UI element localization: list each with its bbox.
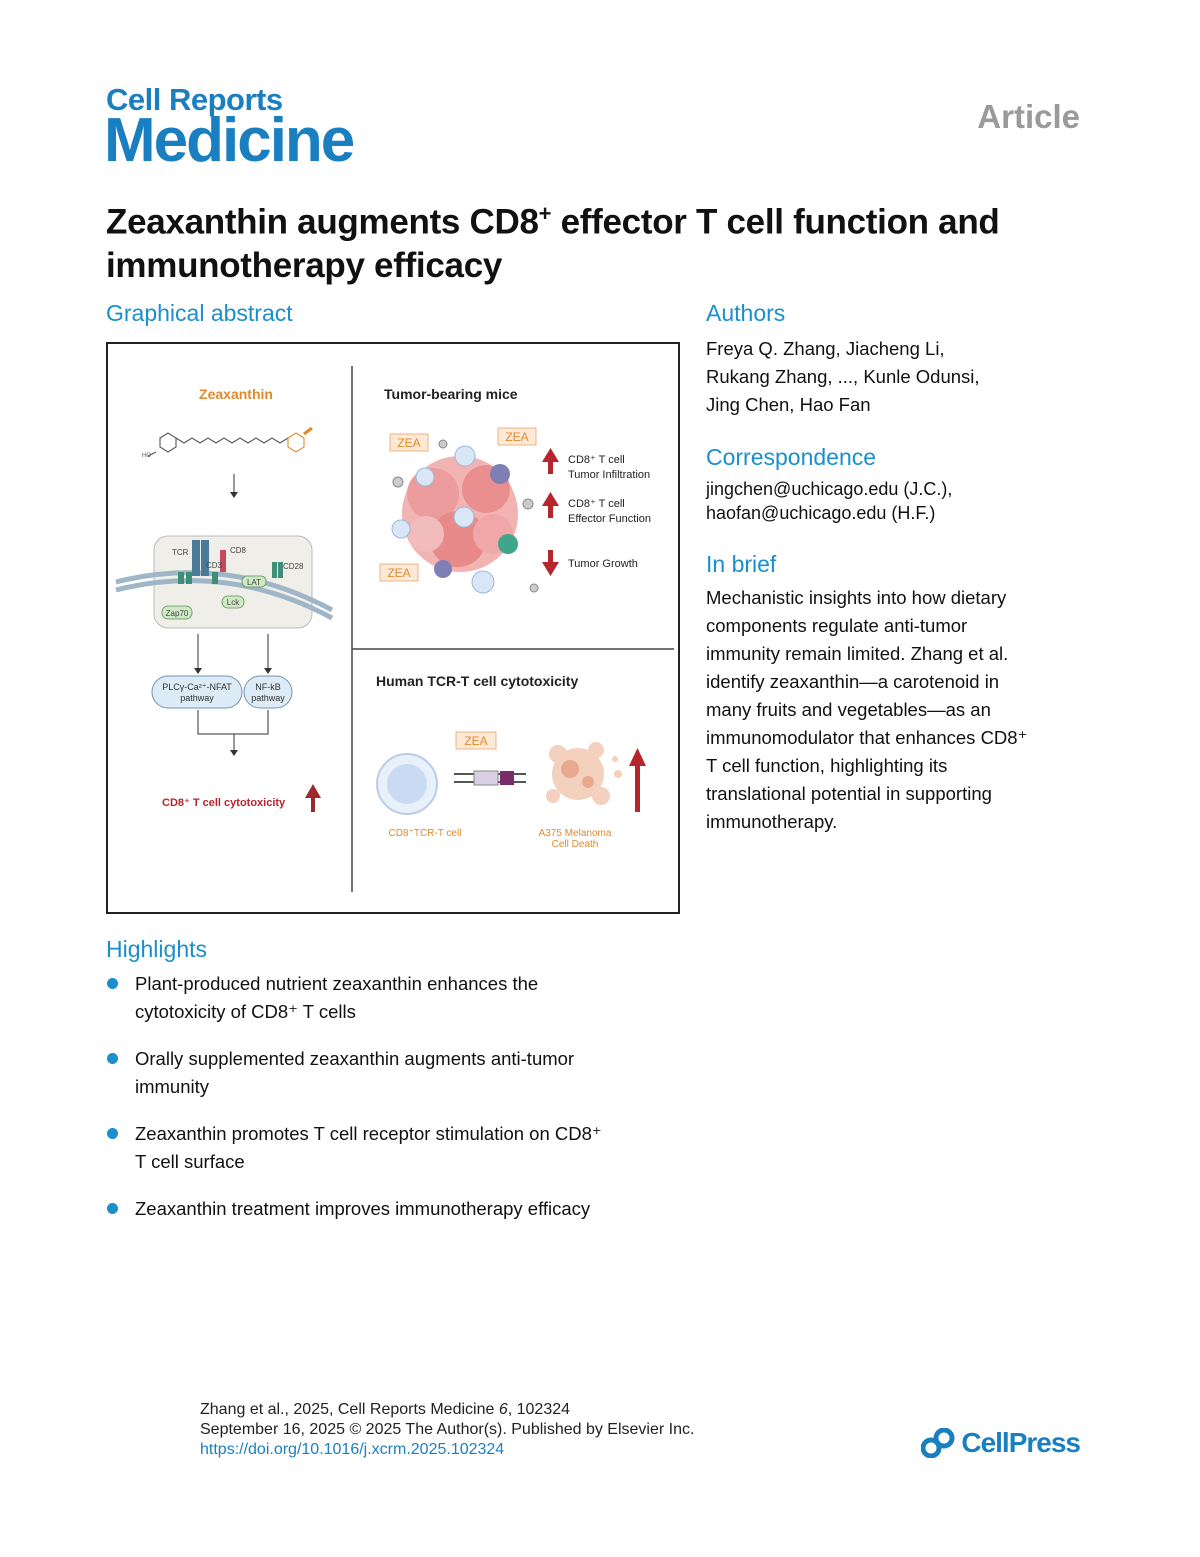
melanoma-cell-death-illustration [546, 742, 622, 805]
correspondence-heading: Correspondence [706, 444, 877, 470]
zea-tag-2-label: ZEA [505, 430, 528, 444]
lck-node [221, 595, 245, 609]
nfkb-pathway-node [243, 675, 293, 709]
highlight-item: Zeaxanthin promotes T cell receptor stim… [106, 1120, 686, 1176]
up-arrow-icon-cytotoxicity [305, 784, 321, 812]
citation-date-line: September 16, 2025 © 2025 The Author(s).… [200, 1421, 695, 1438]
cd28-receptor-a [272, 562, 277, 578]
email-link-jc[interactable]: jingchen@uchicago.edu (J.C.), [706, 479, 953, 499]
citation-block: Zhang et al., 2025, Cell Reports Medicin… [200, 1400, 694, 1460]
label-cd3: CD3 [206, 561, 223, 570]
zea-tag-4 [455, 731, 497, 750]
label-cd8: CD8 [230, 546, 247, 555]
graphical-abstract-svg: Zeaxanthin HO TCR CD8 CD3 LAT CD28 [115, 366, 674, 892]
journal-name-line2: Medicine [104, 106, 355, 175]
pathway-merge-line [197, 710, 269, 735]
highlight-item: Plant-produced nutrient zeaxanthin enhan… [106, 970, 686, 1026]
t-cell-illustration [376, 753, 438, 815]
cd3-subunit-1 [178, 572, 184, 584]
tcr-binding-illustration [454, 770, 526, 786]
up-arrow-icon-infiltration [542, 448, 559, 474]
citation-line: Zhang et al., 2025, Cell Reports Medicin… [200, 1401, 571, 1418]
bullet-dot-icon [107, 1203, 118, 1214]
cytotoxicity-outcome-label: CD8⁺ T cell cytotoxicity [162, 797, 286, 809]
membrane-curve-inner [115, 578, 334, 621]
nfat-pathway-node [151, 675, 243, 709]
label-lck: Lck [227, 598, 240, 607]
in-brief-text: Mechanistic insights into how dietary co… [706, 587, 1028, 832]
article-title: Zeaxanthin augments CD8+ effector T cell… [106, 201, 1000, 285]
up-arrow-icon-effector [542, 492, 559, 518]
cellpress-logo: CellPress [921, 1427, 1081, 1459]
tumor-growth-label: Tumor Growth [568, 558, 638, 570]
authors-list: Freya Q. Zhang, Jiacheng Li, Rukang Zhan… [706, 338, 980, 415]
zea-tag-4-label: ZEA [464, 734, 487, 748]
bullet-dot-icon [107, 1128, 118, 1139]
highlight-item: Zeaxanthin treatment improves immunother… [106, 1195, 686, 1223]
zeaxanthin-molecule-icon [147, 426, 313, 457]
tumor-mass-illustration [391, 439, 539, 594]
journal-name-line1: Cell Reports [106, 82, 283, 117]
cd8-receptor [220, 550, 226, 572]
zea-tag-3 [379, 563, 419, 582]
zea-tag-1 [389, 433, 429, 452]
in-brief-heading: In brief [706, 551, 777, 577]
cd3-subunit-2 [186, 572, 192, 584]
lat-node [241, 575, 267, 588]
mice-panel-title: Tumor-bearing mice [384, 386, 518, 402]
tcr-chain-a [192, 540, 200, 576]
zea-tag-2 [497, 427, 537, 446]
hydroxyl-label: HO [142, 453, 151, 459]
up-arrow-icon-cell-death [629, 748, 646, 812]
doi-link[interactable]: https://doi.org/10.1016/j.xcrm.2025.1023… [200, 1441, 505, 1458]
graphical-abstract-heading: Graphical abstract [106, 300, 293, 326]
authors-heading: Authors [706, 300, 786, 326]
highlights-list: Plant-produced nutrient zeaxanthin enhan… [106, 970, 686, 1242]
tcr-t-panel-title: Human TCR-T cell cytotoxicity [376, 673, 578, 689]
correspondence-emails: jingchen@uchicago.edu (J.C.), haofan@uch… [706, 477, 952, 525]
zea-tag-3-label: ZEA [387, 566, 410, 580]
tcr-chain-b [201, 540, 209, 576]
infiltration-label-2: Tumor Infiltration [568, 469, 650, 481]
graphical-abstract-figure: Zeaxanthin HO TCR CD8 CD3 LAT CD28 [106, 342, 680, 914]
melanoma-label-1: A375 Melanoma [539, 828, 612, 839]
cd28-receptor-b [278, 562, 283, 578]
down-arrow-icon-tumor-growth [542, 550, 559, 576]
nfkb-pathway-label-2: pathway [251, 693, 285, 703]
bullet-dot-icon [107, 1053, 118, 1064]
melanoma-label-2: Cell Death [552, 839, 599, 850]
label-zap70: Zap70 [166, 609, 189, 618]
label-lat: LAT [247, 578, 261, 587]
nfat-pathway-label-2: pathway [180, 693, 214, 703]
email-link-hf[interactable]: haofan@uchicago.edu (H.F.) [706, 503, 936, 523]
highlights-heading: Highlights [106, 936, 207, 962]
effector-label-1: CD8⁺ T cell [568, 498, 625, 510]
bullet-dot-icon [107, 978, 118, 989]
compound-label: Zeaxanthin [199, 386, 273, 402]
label-cd28: CD28 [283, 562, 304, 571]
highlight-item: Orally supplemented zeaxanthin augments … [106, 1045, 686, 1101]
nfkb-pathway-label-1: NF-kB [255, 682, 281, 692]
label-tcr: TCR [172, 548, 189, 557]
cellpress-mark-icon [921, 1428, 955, 1458]
article-type-label: Article [977, 98, 1080, 135]
zea-tag-1-label: ZEA [397, 436, 420, 450]
effector-label-2: Effector Function [568, 513, 651, 525]
nfat-pathway-label-1: PLCγ-Ca²⁺-NFAT [162, 682, 232, 692]
infiltration-label-1: CD8⁺ T cell [568, 454, 625, 466]
cd3-subunit-3 [212, 572, 218, 584]
tcr-t-cell-label: CD8⁺TCR-T cell [389, 828, 462, 839]
zap70-node [161, 605, 193, 620]
membrane-curve-outer [115, 570, 334, 613]
